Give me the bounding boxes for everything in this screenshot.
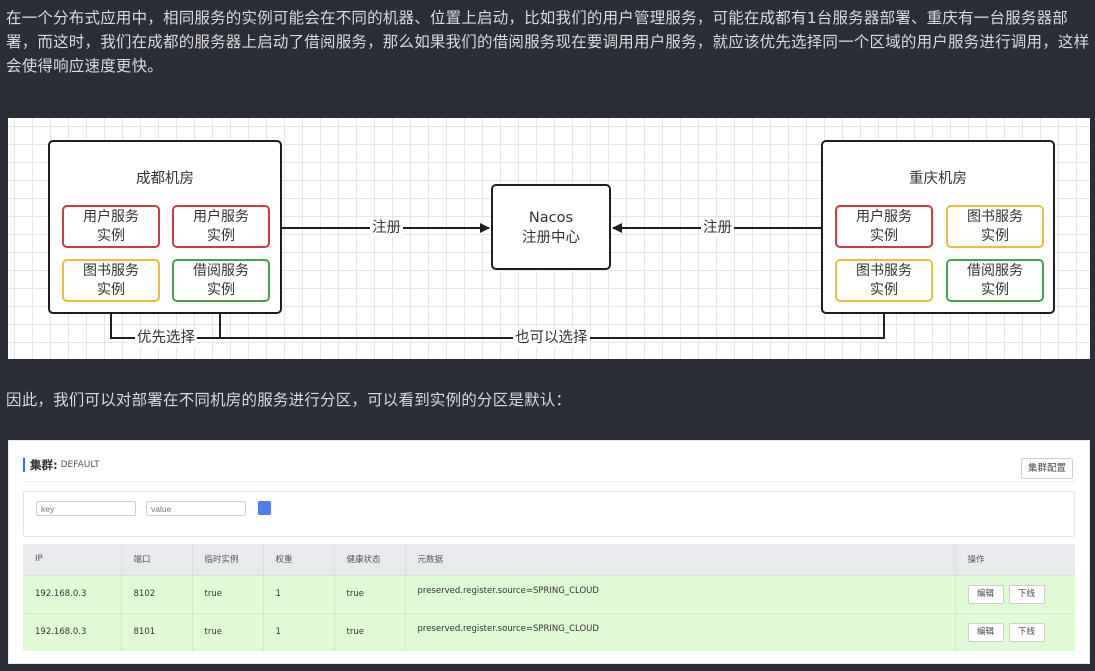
table-row: 192.168.0.3 8101 true 1 true preserved.r… xyxy=(23,612,1075,651)
nacos-title: Nacos xyxy=(528,210,574,226)
cluster-name: DEFAULT xyxy=(60,460,100,470)
cell-ip: 192.168.0.3 xyxy=(23,612,122,651)
instance-sublabel: 实例 xyxy=(97,228,125,244)
column-header-ephemeral: 临时实例 xyxy=(192,544,264,575)
offline-button[interactable]: 下线 xyxy=(1008,584,1045,604)
instance-book-service: 图书服务 实例 xyxy=(835,259,933,302)
instance-sublabel: 实例 xyxy=(870,228,898,244)
instance-label: 用户服务 xyxy=(193,209,249,225)
edit-button[interactable]: 编辑 xyxy=(967,584,1004,604)
cell-ip: 192.168.0.3 xyxy=(23,574,122,613)
column-header-port: 端口 xyxy=(121,544,193,575)
instance-book-service: 图书服务 实例 xyxy=(62,259,160,302)
edit-button[interactable]: 编辑 xyxy=(967,622,1004,642)
edge-label-prefer: 优先选择 xyxy=(135,329,197,347)
instance-sublabel: 实例 xyxy=(207,282,235,298)
instance-book-service: 图书服务 实例 xyxy=(946,205,1044,248)
instance-user-service: 用户服务 实例 xyxy=(62,205,160,248)
cell-metadata: preserved.register.source=SPRING_CLOUD xyxy=(405,612,956,651)
metadata-filter xyxy=(23,491,1075,537)
edge-label-register-right: 注册 xyxy=(701,219,734,237)
cell-weight: 1 xyxy=(263,612,335,651)
cell-metadata: preserved.register.source=SPRING_CLOUD xyxy=(405,574,956,613)
edge-label-also: 也可以选择 xyxy=(513,329,590,347)
cluster-label: 集群: xyxy=(30,458,58,472)
cluster-header: 集群: DEFAULT xyxy=(23,457,100,473)
cell-ephemeral: true xyxy=(192,574,264,613)
instance-label: 借阅服务 xyxy=(967,263,1023,279)
cell-weight: 1 xyxy=(263,574,335,613)
instance-sublabel: 实例 xyxy=(207,228,235,244)
partition-paragraph: 因此，我们可以对部署在不同机房的服务进行分区，可以看到实例的分区是默认： xyxy=(6,391,572,409)
intro-paragraph: 在一个分布式应用中，相同服务的实例可能会在不同的机器、位置上启动，比如我们的用户… xyxy=(6,9,1090,75)
divider xyxy=(23,481,1075,482)
edge-also xyxy=(220,301,889,339)
filter-value-input[interactable] xyxy=(146,501,246,516)
instance-user-service: 用户服务 实例 xyxy=(172,205,270,248)
table-header-row: IP 端口 临时实例 权重 健康状态 元数据 操作 xyxy=(23,544,1075,575)
instance-user-service: 用户服务 实例 xyxy=(835,205,933,248)
filter-key-input[interactable] xyxy=(36,501,136,516)
instance-label: 图书服务 xyxy=(83,263,139,279)
table-row: 192.168.0.3 8102 true 1 true preserved.r… xyxy=(23,574,1075,613)
room-title: 成都机房 xyxy=(136,171,194,187)
column-header-ip: IP xyxy=(23,544,122,575)
instance-sublabel: 实例 xyxy=(870,282,898,298)
instance-sublabel: 实例 xyxy=(981,282,1009,298)
nacos-registry: Nacos 注册中心 xyxy=(491,184,611,270)
instance-sublabel: 实例 xyxy=(981,228,1009,244)
instance-label: 借阅服务 xyxy=(193,263,249,279)
instance-label: 用户服务 xyxy=(83,209,139,225)
instance-borrow-service: 借阅服务 实例 xyxy=(946,259,1044,302)
room-chongqing: 重庆机房 用户服务 实例 图书服务 实例 图书服务 实例 借阅服务 实例 xyxy=(821,140,1055,314)
cell-actions: 编辑下线 xyxy=(955,574,1075,613)
instance-label: 用户服务 xyxy=(856,209,912,225)
instance-borrow-service: 借阅服务 实例 xyxy=(172,259,270,302)
instance-label: 图书服务 xyxy=(856,263,912,279)
nacos-cluster-panel: 集群: DEFAULT 集群配置 IP 端口 临时实例 权重 健康状态 元数据 … xyxy=(8,440,1090,664)
accent-bar xyxy=(23,458,25,472)
cell-port: 8102 xyxy=(121,574,193,613)
instance-table: IP 端口 临时实例 权重 健康状态 元数据 操作 192.168.0.3 81… xyxy=(23,544,1075,651)
column-header-health: 健康状态 xyxy=(334,544,406,575)
architecture-diagram: 成都机房 用户服务 实例 用户服务 实例 图书服务 实例 借阅服务 实例 Nac… xyxy=(8,118,1090,359)
instance-sublabel: 实例 xyxy=(97,282,125,298)
filter-submit-button[interactable] xyxy=(258,501,271,515)
cell-health: true xyxy=(334,612,406,651)
edge-label-register-left: 注册 xyxy=(370,219,403,237)
cell-port: 8101 xyxy=(121,612,193,651)
offline-button[interactable]: 下线 xyxy=(1008,622,1045,642)
column-header-actions: 操作 xyxy=(955,544,1075,575)
room-title: 重庆机房 xyxy=(909,171,967,187)
room-chengdu: 成都机房 用户服务 实例 用户服务 实例 图书服务 实例 借阅服务 实例 xyxy=(48,140,282,314)
cell-actions: 编辑下线 xyxy=(955,612,1075,651)
column-header-metadata: 元数据 xyxy=(405,544,956,575)
nacos-subtitle: 注册中心 xyxy=(522,230,580,246)
cell-ephemeral: true xyxy=(192,612,264,651)
cell-health: true xyxy=(334,574,406,613)
column-header-weight: 权重 xyxy=(263,544,335,575)
cluster-config-button[interactable]: 集群配置 xyxy=(1021,458,1073,479)
instance-label: 图书服务 xyxy=(967,209,1023,225)
